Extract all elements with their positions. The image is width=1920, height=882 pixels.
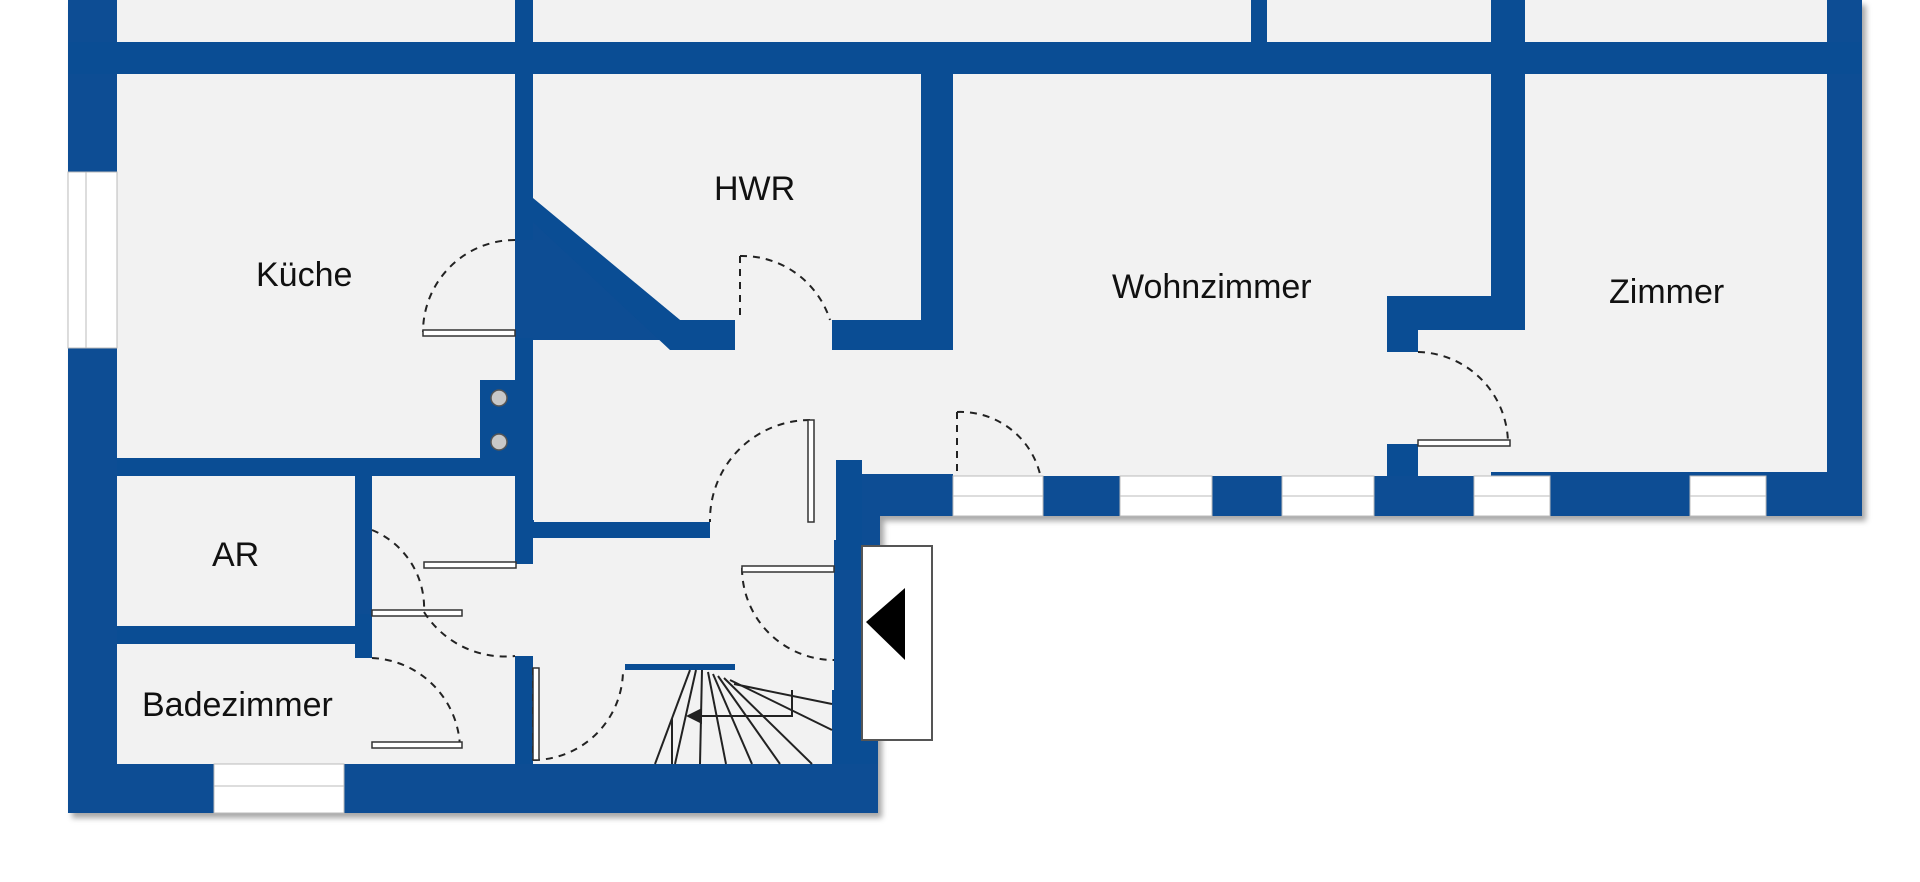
door-leaf-entrance — [741, 565, 835, 573]
door-leaf-zimmer — [1417, 439, 1511, 447]
floor-hallway — [515, 340, 953, 566]
door-leaf-hall — [807, 419, 815, 523]
wall-top-horizontal — [68, 42, 1862, 74]
chimney-icon — [490, 389, 508, 451]
stair-tread-6 — [717, 675, 781, 765]
stair-tread-1 — [654, 669, 691, 765]
door-swing-kueche — [422, 239, 516, 333]
floor-top-4 — [1525, 0, 1827, 42]
wall-top-divider-3 — [1491, 0, 1525, 42]
stair-tread-9 — [733, 683, 833, 705]
stair-direction-line — [700, 690, 793, 717]
room-labels: Küche HWR Wohnzimmer Zimmer AR Badezimme… — [142, 170, 1724, 724]
wall-kueche-south — [117, 458, 515, 476]
stair-tread-5 — [712, 673, 753, 765]
room-label-zimmer: Zimmer — [1609, 273, 1724, 311]
wall-top-divider-2 — [1251, 0, 1267, 42]
windows — [67, 171, 1767, 814]
door-leaf-ar-2 — [371, 609, 463, 617]
wall-wohnzimmer-east — [1491, 74, 1525, 330]
room-label-hwr: HWR — [714, 170, 795, 208]
chimney-flue-1 — [490, 389, 508, 407]
door-leaf-bad — [371, 741, 463, 749]
wall-zimmer-stub-v — [1387, 296, 1418, 352]
door-swing-hwr — [739, 254, 831, 321]
stair-direction-arrowhead — [686, 708, 702, 724]
door-swing-bad — [371, 657, 461, 749]
room-floors — [117, 0, 1827, 764]
room-label-wohnzimmer: Wohnzimmer — [1112, 268, 1312, 306]
stair-tread-4 — [707, 671, 727, 765]
door-swing-ar-2 — [423, 611, 516, 658]
floor-wohnzimmer — [953, 74, 1491, 476]
room-label-kueche: Küche — [256, 256, 352, 294]
floor-hwr — [533, 74, 921, 350]
floor-ar-nook — [372, 476, 515, 556]
stair-tread-8 — [729, 679, 833, 731]
door-leaf-ar — [423, 561, 517, 569]
door-swing-wohnzimmer — [956, 410, 1041, 475]
wall-top-divider-1 — [515, 0, 533, 42]
room-label-badezimmer: Badezimmer — [142, 686, 333, 724]
wall-stair-top-line — [625, 664, 735, 670]
stairs-icon — [654, 669, 833, 765]
wall-bad-east — [515, 656, 533, 764]
stair-tread-7 — [723, 677, 813, 765]
floor-kueche — [117, 74, 515, 458]
door-swing-entrance — [741, 567, 835, 661]
wall-hwr-east — [921, 74, 953, 350]
wall-ar-east-lower — [355, 614, 372, 658]
interior-walls — [68, 0, 1862, 764]
stair-tread-2 — [674, 669, 697, 765]
entrance-arrow-icon — [866, 588, 905, 660]
wall-kueche-east-upper — [515, 74, 533, 240]
door-leaf-stairhall — [532, 667, 540, 761]
floor-ar — [117, 476, 355, 626]
room-label-ar: AR — [212, 536, 259, 574]
chimney-flue-2 — [490, 433, 508, 451]
wall-ar-east — [355, 476, 372, 530]
wall-hwr-diagonal — [533, 198, 735, 350]
door-leaf-kueche — [422, 329, 516, 337]
floor-top-1 — [117, 0, 515, 42]
door-swing-ar — [371, 529, 426, 613]
doors — [371, 239, 1511, 761]
window-kueche-west — [67, 171, 118, 349]
door-swing-zimmer — [1417, 351, 1509, 445]
door-swing-hall — [708, 419, 811, 523]
floor-zimmer — [1418, 74, 1827, 472]
wall-entrance-pier — [836, 460, 862, 570]
floor-top-2 — [533, 0, 1251, 42]
wall-zimmer-south-stub — [1387, 444, 1418, 476]
wall-ar-south — [117, 626, 372, 644]
wall-hallway-stub — [533, 522, 710, 538]
entrance-porch — [861, 545, 933, 741]
window-bad-south — [213, 763, 345, 814]
wall-kueche-east-lower — [515, 338, 533, 564]
floor-top-3 — [1267, 0, 1491, 42]
